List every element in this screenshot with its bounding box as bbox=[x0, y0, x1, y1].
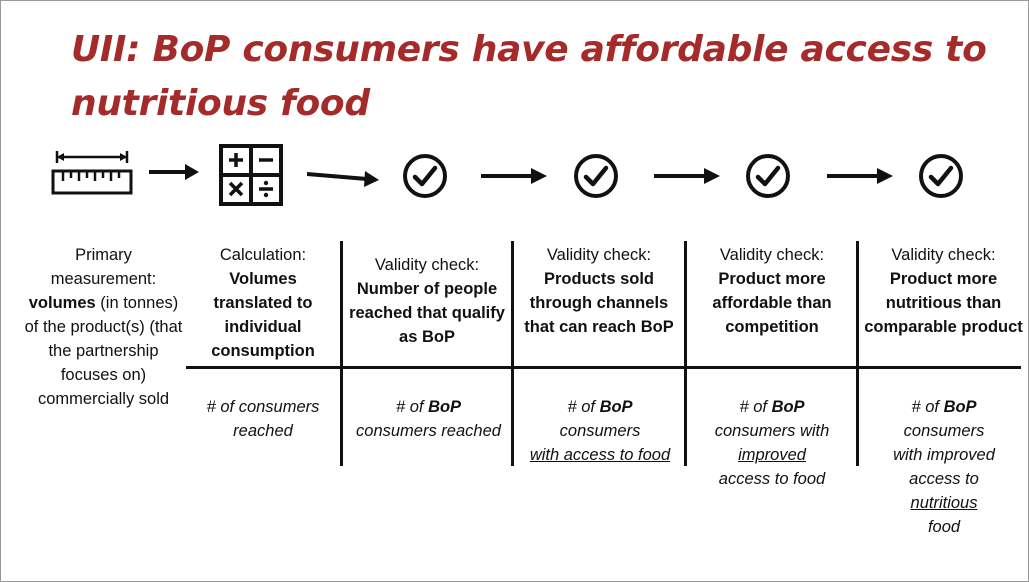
header-bold: volumes bbox=[28, 294, 96, 312]
column-footer-calculation: # of consumers reached bbox=[201, 395, 325, 443]
slide-title: UII: BoP consumers have affordable acces… bbox=[71, 29, 987, 124]
column-header-affordability-check: Validity check: Product more affordable … bbox=[689, 243, 855, 339]
arrow-icon bbox=[149, 164, 199, 180]
footer-bold: BoP bbox=[428, 398, 462, 416]
column-header-bop-check: Validity check: Number of people reached… bbox=[345, 253, 509, 349]
footer-underlined: with access to food bbox=[529, 446, 671, 464]
column-header-calculation: Calculation: Volumes translated to indiv… bbox=[189, 243, 337, 363]
arrow-icon bbox=[827, 168, 893, 184]
header-bold: Product more affordable than competition bbox=[712, 270, 832, 336]
footer-text: consumers bbox=[559, 422, 641, 440]
header-bold: Volumes translated to individual consump… bbox=[211, 270, 315, 360]
column-footer-nutrition-check: # of BoP consumers with improved access … bbox=[889, 395, 999, 539]
column-header-nutrition-check: Validity check: Product more nutritious … bbox=[861, 243, 1026, 339]
arrow-icon bbox=[654, 168, 720, 184]
footer-underlined: improved bbox=[738, 446, 806, 464]
footer-text: # of bbox=[567, 398, 595, 416]
header-rest: (in tonnes) of the product(s) (that the … bbox=[24, 294, 183, 408]
checkmark-icon bbox=[574, 154, 618, 198]
header-plain: Validity check: bbox=[546, 246, 652, 264]
table-divider-horizontal bbox=[186, 366, 1021, 369]
column-footer-affordability-check: # of BoP consumers with improved access … bbox=[707, 395, 837, 491]
table-divider-vertical bbox=[684, 241, 687, 466]
checkmark-icon bbox=[746, 154, 790, 198]
checkmark-icon bbox=[403, 154, 447, 198]
header-plain: Primary measurement: bbox=[50, 246, 157, 288]
column-footer-channels-check: # of BoP consumers with access to food bbox=[526, 395, 674, 467]
header-bold: Number of people reached that qualify as… bbox=[349, 280, 505, 346]
footer-text: food bbox=[927, 518, 961, 536]
footer-text: access to food bbox=[718, 470, 826, 488]
header-plain: Validity check: bbox=[374, 256, 480, 274]
header-bold: Products sold through channels that can … bbox=[524, 270, 674, 336]
table-divider-vertical bbox=[856, 241, 859, 466]
footer-text: consumers reached bbox=[356, 422, 501, 440]
footer-bold: BoP bbox=[599, 398, 633, 416]
table-divider-vertical bbox=[511, 241, 514, 466]
header-plain: Calculation: bbox=[219, 246, 307, 264]
checkmark-icon bbox=[919, 154, 963, 198]
column-header-channels-check: Validity check: Products sold through ch… bbox=[516, 243, 682, 339]
header-bold: Product more nutritious than comparable … bbox=[864, 270, 1023, 336]
table-divider-vertical bbox=[340, 241, 343, 466]
footer-text: # of bbox=[739, 398, 767, 416]
calculator-icon bbox=[219, 144, 283, 206]
header-plain: Validity check: bbox=[719, 246, 825, 264]
footer-bold: BoP bbox=[943, 398, 977, 416]
footer-text: # of consumers reached bbox=[206, 398, 320, 440]
column-footer-bop-check: # of BoP consumers reached bbox=[356, 395, 501, 443]
primary-measurement-text: Primary measurement: volumes (in tonnes)… bbox=[21, 243, 186, 411]
footer-underlined: nutritious bbox=[910, 494, 978, 512]
footer-text: # of bbox=[395, 398, 424, 416]
footer-text: # of bbox=[911, 398, 939, 416]
ruler-icon bbox=[51, 151, 133, 195]
footer-text: consumers with improved access to bbox=[893, 422, 995, 488]
header-plain: Validity check: bbox=[891, 246, 996, 264]
arrow-icon bbox=[481, 168, 547, 184]
footer-bold: BoP bbox=[771, 398, 805, 416]
arrow-icon bbox=[307, 171, 379, 187]
footer-text: consumers with bbox=[714, 422, 830, 440]
